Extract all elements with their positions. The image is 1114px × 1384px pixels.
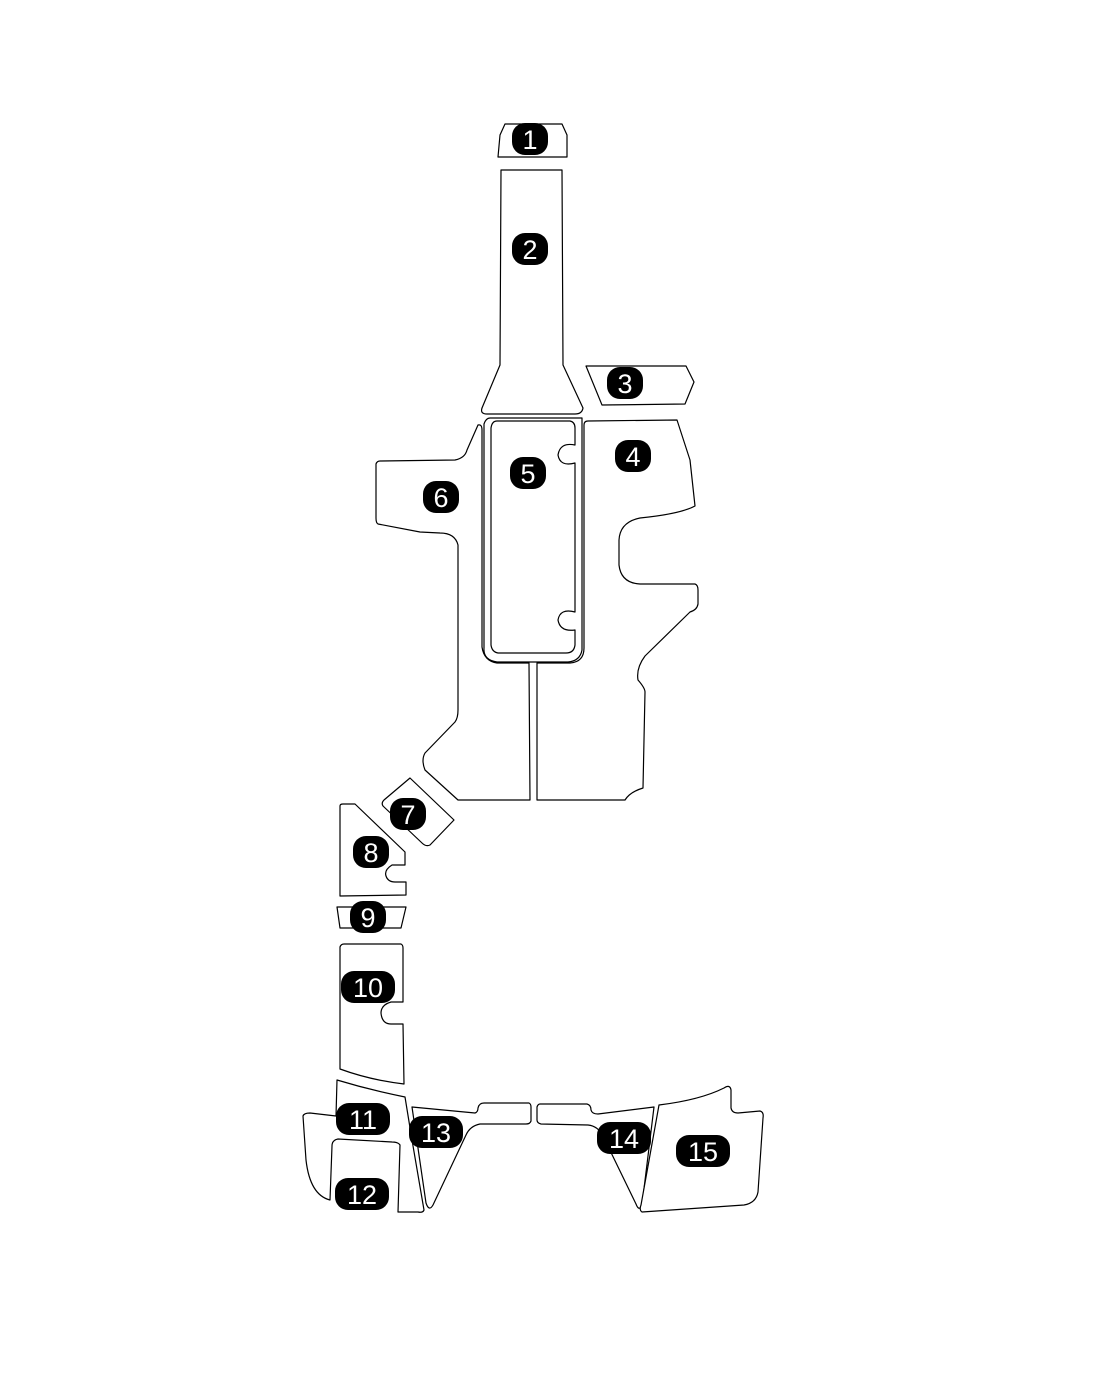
pad-number: 7 [400, 800, 415, 830]
pad-number: 2 [522, 235, 537, 265]
badge-background [607, 367, 643, 399]
pad-6 [375, 424, 531, 801]
pad-label-badge: 6 [423, 481, 459, 513]
pad-label-badge: 5 [510, 457, 546, 489]
pad-number: 15 [688, 1137, 718, 1167]
badge-background [512, 233, 548, 265]
pad-number: 5 [520, 459, 535, 489]
badge-background [409, 1116, 463, 1148]
badge-background [335, 1178, 389, 1210]
pad-label-badge: 12 [335, 1178, 389, 1210]
pad-label-badge: 3 [607, 367, 643, 399]
pad-label-badge: 9 [350, 901, 386, 933]
pad-number: 4 [625, 442, 640, 472]
pad-label-badge: 13 [409, 1116, 463, 1148]
pad-label-badge: 8 [353, 836, 389, 868]
pad-number: 8 [363, 838, 378, 868]
badge-background [341, 971, 395, 1003]
badge-background [510, 457, 546, 489]
badge-background [676, 1135, 730, 1167]
pad-label-badge: 14 [597, 1122, 651, 1154]
badge-background [350, 901, 386, 933]
pad-5 [490, 420, 576, 654]
pad-label-badge: 11 [336, 1103, 390, 1135]
badge-background [336, 1103, 390, 1135]
badge-background [597, 1122, 651, 1154]
pad-4 [536, 419, 699, 801]
pad-label-badge: 7 [390, 798, 426, 830]
badge-background [423, 481, 459, 513]
badge-background [615, 440, 651, 472]
pad-label-badge: 2 [512, 233, 548, 265]
pad-label-badge: 15 [676, 1135, 730, 1167]
pad-10 [339, 943, 405, 1085]
pad-label-badge: 4 [615, 440, 651, 472]
pad-number: 6 [433, 483, 448, 513]
badge-background [353, 836, 389, 868]
pad-number: 12 [347, 1180, 377, 1210]
pad-number: 13 [421, 1118, 451, 1148]
pad-14 [536, 1103, 655, 1209]
pad-number: 11 [349, 1105, 377, 1135]
pad-2 [480, 169, 584, 415]
pad-number: 9 [360, 903, 375, 933]
badge-background [512, 123, 548, 155]
pad-number: 3 [617, 369, 632, 399]
pad-label-badge: 10 [341, 971, 395, 1003]
badge-background [390, 798, 426, 830]
pad-number: 10 [353, 973, 383, 1003]
pad-label-badge: 1 [512, 123, 548, 155]
pad-number: 14 [609, 1124, 639, 1154]
pad-number: 1 [522, 125, 537, 155]
